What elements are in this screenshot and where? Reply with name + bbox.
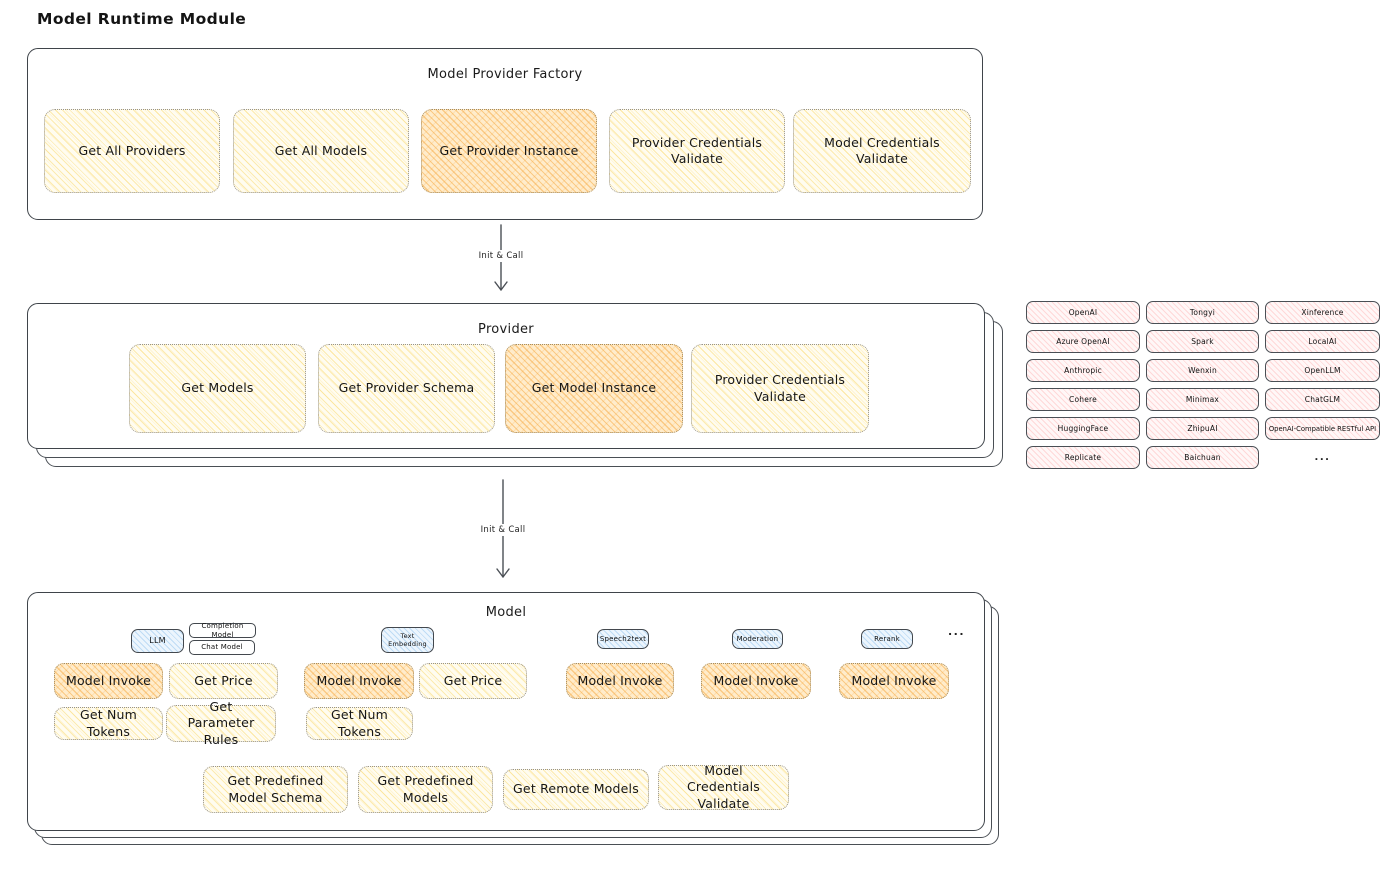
provider-chip-huggingface: HuggingFace: [1026, 417, 1140, 440]
tab-rerank: Rerank: [861, 629, 913, 649]
provider-chip-xinference: Xinference: [1265, 301, 1380, 324]
provider-chip-anthropic: Anthropic: [1026, 359, 1140, 382]
arrow-label-init-call-1: Init & Call: [451, 250, 551, 262]
model-provider-factory-title: Model Provider Factory: [427, 67, 583, 82]
node-get-predefined-model-schema: Get Predefined Model Schema: [203, 766, 348, 813]
node-get-parameter-rules: Get Parameter Rules: [166, 699, 276, 747]
model-title: Model: [485, 605, 527, 620]
node-get-price-llm: Get Price: [169, 663, 278, 699]
node-model-credentials-validate-model: Model Credentials Validate: [658, 763, 789, 811]
provider-chip-localai: LocalAI: [1265, 330, 1380, 353]
provider-chip-openai: OpenAI: [1026, 301, 1140, 324]
provider-chip-openllm: OpenLLM: [1265, 359, 1380, 382]
provider-chip-minimax: Minimax: [1146, 388, 1259, 411]
node-get-all-models: Get All Models: [233, 109, 409, 193]
provider-chip-zhipuai: ZhipuAI: [1146, 417, 1259, 440]
provider-chip-more-ellipsis: ...: [1314, 452, 1331, 463]
provider-chip-wenxin: Wenxin: [1146, 359, 1259, 382]
tab-text-embedding: Text Embedding: [381, 627, 434, 653]
provider-chip-openai-compatible-restful-api: OpenAI-Compatible RESTful API: [1265, 417, 1380, 440]
node-model-invoke-text-embedding: Model Invoke: [304, 663, 414, 699]
tabs-more-ellipsis: ...: [948, 625, 966, 638]
node-model-invoke-rerank: Model Invoke: [839, 663, 949, 699]
provider-chip-replicate: Replicate: [1026, 446, 1140, 469]
node-get-price-text-embedding: Get Price: [419, 663, 527, 699]
provider-implementations-grid: OpenAI Tongyi Xinference Azure OpenAI Sp…: [1026, 301, 1380, 469]
provider-box: Provider Get Models Get Provider Schema …: [27, 303, 985, 449]
provider-chip-chatglm: ChatGLM: [1265, 388, 1380, 411]
provider-chip-baichuan: Baichuan: [1146, 446, 1259, 469]
model-box: Model LLM Completion Model Chat Model Te…: [27, 592, 985, 831]
node-model-invoke-speech2text: Model Invoke: [566, 663, 674, 699]
node-get-provider-schema: Get Provider Schema: [318, 344, 495, 433]
node-provider-credentials-validate-factory: Provider Credentials Validate: [609, 109, 785, 193]
node-provider-credentials-validate-provider: Provider Credentials Validate: [691, 344, 869, 433]
provider-chip-cohere: Cohere: [1026, 388, 1140, 411]
tab-completion-model: Completion Model: [189, 622, 256, 639]
tab-chat-model: Chat Model: [189, 640, 255, 655]
node-get-predefined-models: Get Predefined Models: [358, 766, 493, 813]
model-provider-factory-box: Model Provider Factory Get All Providers…: [27, 48, 983, 220]
tab-llm: LLM: [131, 629, 184, 653]
provider-chip-spark: Spark: [1146, 330, 1259, 353]
node-get-model-instance: Get Model Instance: [505, 344, 683, 433]
node-get-num-tokens-text-embedding: Get Num Tokens: [306, 707, 413, 740]
node-get-all-providers: Get All Providers: [44, 109, 220, 193]
node-get-provider-instance: Get Provider Instance: [421, 109, 597, 193]
node-get-remote-models: Get Remote Models: [503, 769, 649, 810]
tab-speech2text: Speech2text: [597, 629, 649, 649]
node-model-credentials-validate-factory: Model Credentials Validate: [793, 109, 971, 193]
provider-chip-azure-openai: Azure OpenAI: [1026, 330, 1140, 353]
tab-moderation: Moderation: [732, 629, 783, 649]
node-get-num-tokens-llm: Get Num Tokens: [54, 707, 163, 740]
provider-title: Provider: [478, 322, 534, 337]
node-get-models: Get Models: [129, 344, 306, 433]
page-title: Model Runtime Module: [37, 10, 247, 28]
node-model-invoke-llm: Model Invoke: [54, 663, 163, 699]
arrow-label-init-call-2: Init & Call: [453, 524, 553, 536]
node-model-invoke-moderation: Model Invoke: [701, 663, 811, 699]
provider-chip-tongyi: Tongyi: [1146, 301, 1259, 324]
